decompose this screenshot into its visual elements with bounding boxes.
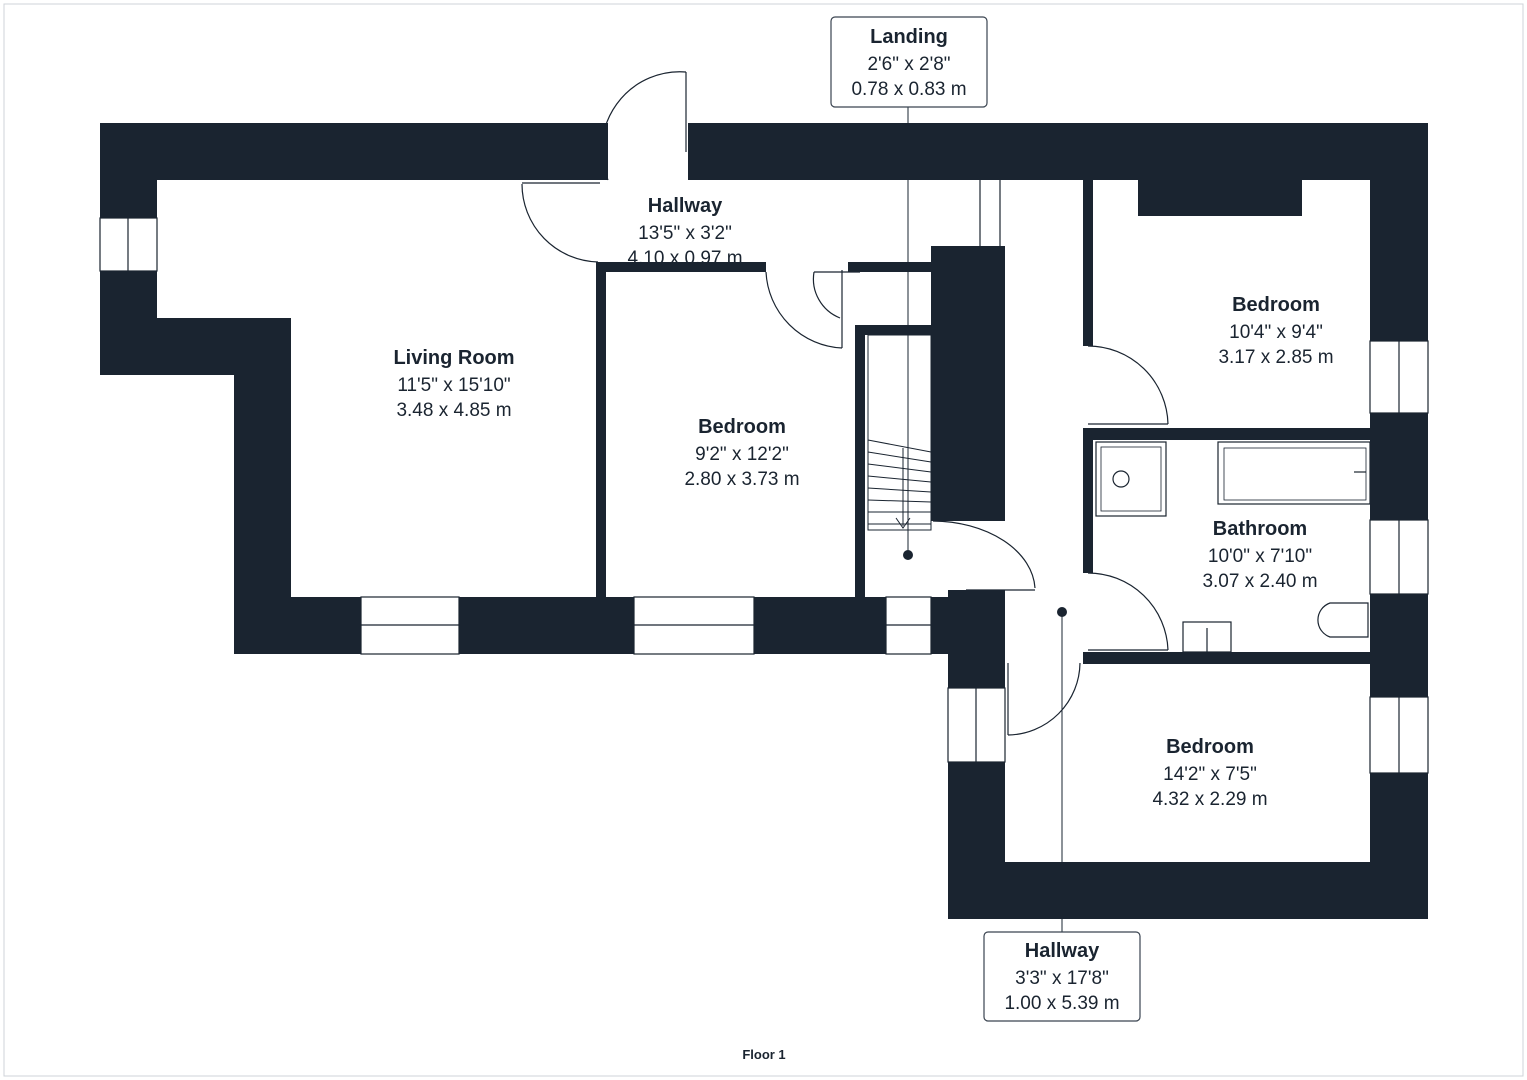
window-hall-left: [947, 687, 1006, 763]
door-bedroom-1: [765, 271, 843, 349]
window-right-1: [1369, 340, 1429, 414]
door-bedroom-3: [1007, 662, 1081, 736]
doors: [521, 71, 1169, 736]
wall-int-bed1-top: [596, 262, 766, 272]
callout-landing: Landing 2'6" x 2'8" 0.78 x 0.83 m: [830, 16, 988, 108]
door-entrance: [601, 71, 687, 181]
wall-bump: [1138, 178, 1302, 216]
callout-dim-imperial: 3'3" x 17'8": [1015, 968, 1109, 989]
staircase: [867, 334, 932, 531]
room-dim-metric: 3.48 x 4.85 m: [396, 400, 511, 421]
room-name: Bedroom: [1166, 736, 1254, 758]
leader-dot-landing: [903, 550, 913, 560]
room-hallway-top: Hallway 13'5" x 3'2" 4.10 x 0.97 m: [627, 195, 742, 269]
wall-int-stair-top: [855, 325, 933, 335]
callout-box: [983, 931, 1141, 1022]
wall-top-left: [100, 123, 608, 180]
room-dim-metric: 2.80 x 3.73 m: [684, 469, 799, 490]
room-living-room: Living Room 11'5" x 15'10" 3.48 x 4.85 m: [393, 347, 514, 421]
room-dim-imperial: 13'5" x 3'2": [638, 223, 732, 244]
door-bedroom-2: [1087, 345, 1169, 425]
wall-chimney: [931, 246, 1005, 521]
wall-int-bed1-left: [596, 262, 606, 598]
wall-top-right: [688, 123, 1428, 180]
door-stair: [932, 520, 1036, 589]
leader-dot-hallway: [1057, 607, 1067, 617]
bathroom-fixtures: [1095, 441, 1371, 653]
shower-drain-icon: [1112, 470, 1130, 488]
wall-int-bath-left: [1083, 428, 1093, 573]
callout-name: Landing: [870, 26, 948, 48]
room-bedroom-2: Bedroom 10'4" x 9'4" 3.17 x 2.85 m: [1218, 294, 1333, 368]
bathtub: [1217, 441, 1371, 505]
callout-box: [830, 16, 988, 108]
room-bedroom-3: Bedroom 14'2" x 7'5" 4.32 x 2.29 m: [1152, 736, 1267, 810]
callout-dim-metric: 1.00 x 5.39 m: [1004, 993, 1119, 1014]
callout-dim-imperial: 2'6" x 2'8": [867, 54, 950, 75]
wall-int-bath-top: [1083, 428, 1373, 440]
room-dim-imperial: 10'0" x 7'10": [1208, 546, 1312, 567]
room-labels: Living Room 11'5" x 15'10" 3.48 x 4.85 m…: [393, 195, 1333, 810]
callout-dim-metric: 0.78 x 0.83 m: [851, 79, 966, 100]
room-bedroom-1: Bedroom 9'2" x 12'2" 2.80 x 3.73 m: [684, 416, 799, 490]
room-dim-metric: 4.10 x 0.97 m: [627, 248, 742, 269]
wall-int-stair-left: [855, 325, 865, 597]
window-living-bottom: [360, 596, 460, 655]
room-dim-metric: 3.07 x 2.40 m: [1202, 571, 1317, 592]
windows: [99, 217, 1429, 774]
floor-label: Floor 1: [742, 1047, 785, 1062]
room-dim-metric: 4.32 x 2.29 m: [1152, 789, 1267, 810]
door-bathroom: [1087, 572, 1169, 651]
wall-int-bath-bottom: [1083, 652, 1373, 664]
door-cupboard: [812, 271, 841, 319]
room-dim-imperial: 11'5" x 15'10": [397, 375, 510, 396]
window-bedroom-bottom: [633, 596, 755, 655]
door-living: [521, 183, 599, 263]
room-dim-imperial: 14'2" x 7'5": [1163, 764, 1257, 785]
room-name: Bedroom: [698, 416, 786, 438]
room-name: Hallway: [648, 195, 723, 217]
callout-leaders: [903, 107, 1067, 932]
room-dim-metric: 3.17 x 2.85 m: [1218, 347, 1333, 368]
callout-hallway-bottom: Hallway 3'3" x 17'8" 1.00 x 5.39 m: [983, 931, 1141, 1022]
toilet: [1317, 602, 1369, 638]
window-left: [99, 217, 158, 272]
callout-name: Hallway: [1025, 940, 1100, 962]
room-dim-imperial: 9'2" x 12'2": [695, 444, 789, 465]
wall-int-hall-top: [848, 262, 933, 272]
room-name: Living Room: [393, 347, 514, 369]
room-name: Bedroom: [1232, 294, 1320, 316]
window-right-2: [1369, 519, 1429, 595]
room-bathroom: Bathroom 10'0" x 7'10" 3.07 x 2.40 m: [1202, 518, 1317, 592]
window-stair-bottom: [885, 596, 932, 655]
window-right-3: [1369, 696, 1429, 774]
wall-bottom-right: [948, 862, 1428, 919]
room-name: Bathroom: [1213, 518, 1307, 540]
room-dim-imperial: 10'4" x 9'4": [1229, 322, 1323, 343]
shower-tray: [1095, 441, 1167, 517]
page-border: [3, 3, 1524, 1077]
wall-int-bed2-left: [1083, 180, 1093, 346]
